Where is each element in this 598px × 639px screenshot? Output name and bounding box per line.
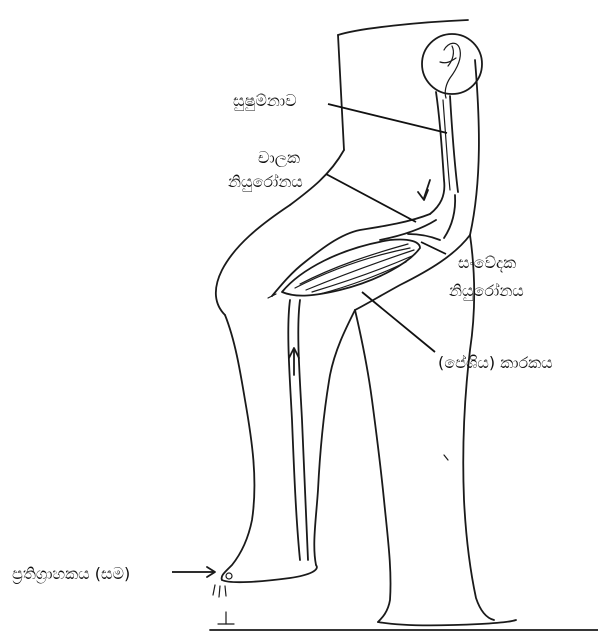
sensory-neuron-label-line1: සංවේදක — [458, 252, 516, 274]
front-foot — [213, 565, 317, 597]
sensory-neuron — [288, 195, 455, 560]
spinal-cord-label: සුෂුම්නාව — [233, 90, 297, 112]
spinal-cord-leader — [328, 104, 447, 133]
motor-neuron-leader — [326, 174, 416, 222]
sensory-neuron-leader — [421, 242, 446, 254]
ground-line — [210, 612, 598, 630]
motor-neuron-label-line2: නියුරෝනය — [228, 171, 303, 193]
receptor-label: ප්‍රතිග්‍රාහකය (සම) — [12, 563, 130, 585]
impulse-arrow-up — [289, 348, 299, 375]
torso-outline — [290, 20, 479, 235]
muscle-effector — [282, 239, 420, 295]
effector-label: (පේශිය) කාරකය — [438, 352, 553, 374]
sensory-neuron-label-line2: නියුරෝනය — [449, 280, 524, 302]
effector-leader — [362, 292, 435, 352]
motor-neuron-label-line1: චාලක — [258, 147, 300, 169]
spinal-cord-inset — [422, 34, 482, 98]
spinal-cord — [430, 92, 458, 214]
impulse-arrow-down — [418, 180, 430, 200]
